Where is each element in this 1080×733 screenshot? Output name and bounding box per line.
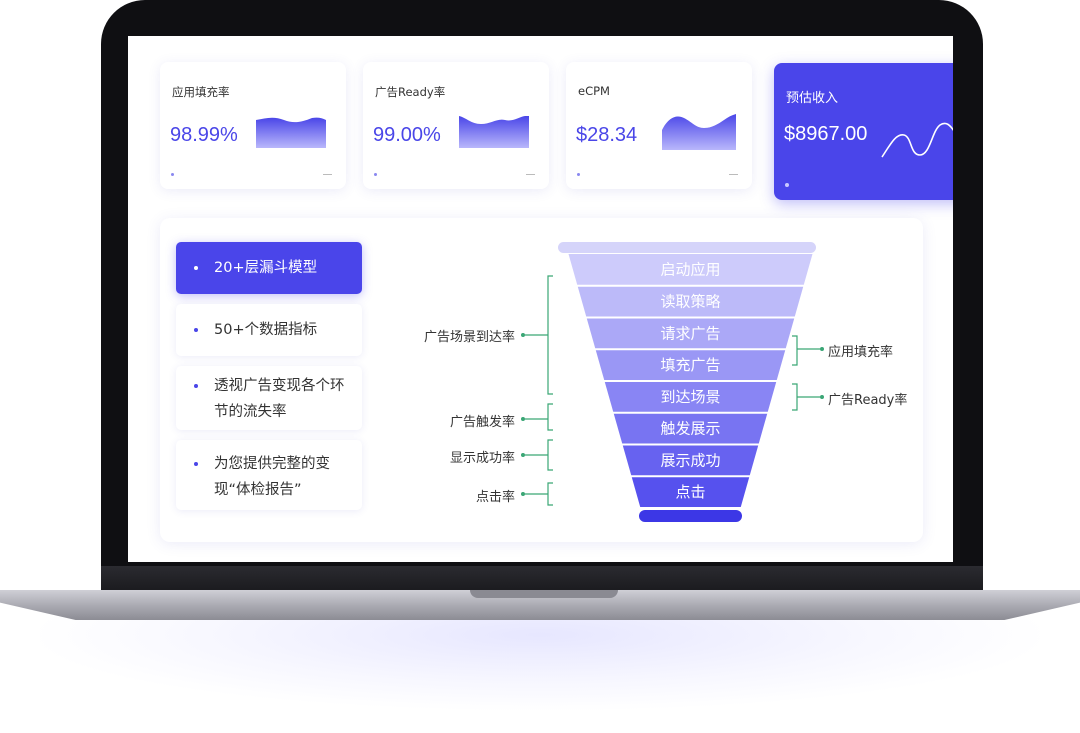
bracket-left-scene-arrival [547, 275, 553, 395]
funnel-stage-7[interactable] [622, 445, 759, 476]
kpi-card-ecpm[interactable]: eCPM $28.34 [566, 62, 752, 189]
kpi-card-fill-rate[interactable]: 应用填充率 98.99% [160, 62, 346, 189]
kpi-label: 应用填充率 [172, 85, 230, 99]
kpi-value: 99.00% [373, 124, 441, 146]
sparkline-line-icon [881, 122, 953, 158]
funnel-stage-2[interactable] [577, 286, 804, 317]
funnel-stage-1[interactable] [568, 254, 813, 285]
laptop-notch [470, 590, 618, 598]
feature-item-funnel-model[interactable]: 20+层漏斗模型 [176, 242, 362, 294]
kpi-label: 预估收入 [786, 91, 839, 106]
funnel-stage-label: 启动应用 [660, 260, 720, 278]
funnel-stage-6[interactable] [613, 413, 768, 444]
funnel-stage-label: 到达场景 [660, 388, 720, 406]
funnel-stage-label: 触发展示 [660, 420, 720, 438]
funnel-stage-label: 请求广告 [660, 324, 720, 342]
bullet-icon [194, 328, 198, 332]
sparkline-area-icon [459, 116, 529, 148]
kpi-card-estimated-revenue[interactable]: 预估收入 $8967.00 [774, 63, 953, 200]
funnel-stage-label: 填充广告 [660, 356, 720, 374]
annotation-fill-rate: 应用填充率 [828, 345, 894, 360]
feature-text: 为您提供完整的变现“体检报告” [214, 456, 330, 498]
bullet-icon [194, 266, 198, 270]
feature-item-loss-rate[interactable]: 透视广告变现各个环节的流失率 [176, 366, 362, 430]
funnel-bottom-rim [639, 510, 742, 522]
feature-text: 50+个数据指标 [214, 322, 318, 338]
indicator-dash [729, 174, 738, 175]
kpi-label: 广告Ready率 [375, 85, 446, 99]
funnel-top-rim [558, 242, 816, 253]
bracket-right-ready [792, 383, 798, 411]
annotation-click-rate: 点击率 [475, 490, 515, 505]
annotation-ready-rate: 广告Ready率 [828, 393, 908, 408]
laptop-screen: 应用填充率 98.99% 广告Ready率 99.00% eCPM $28.34… [128, 36, 953, 562]
bracket-right-fill [792, 335, 798, 366]
indicator-dash [323, 174, 332, 175]
bracket-left-trigger [547, 403, 553, 431]
annotation-trigger-rate: 广告触发率 [449, 415, 515, 430]
funnel-stage-label: 展示成功 [660, 451, 720, 469]
bracket-left-display [547, 439, 553, 471]
feature-text: 透视广告变现各个环节的流失率 [214, 378, 345, 420]
kpi-value: $8967.00 [784, 123, 868, 145]
funnel-stage-5[interactable] [604, 382, 777, 412]
annotation-display-success-rate: 显示成功率 [449, 451, 515, 466]
sparkline-area-icon [256, 117, 326, 148]
indicator-dot [374, 173, 377, 176]
sparkline-area-icon [662, 114, 736, 150]
feature-item-data-metrics[interactable]: 50+个数据指标 [176, 304, 362, 356]
indicator-dash [526, 174, 535, 175]
bracket-left-click [547, 482, 553, 506]
kpi-card-ready-rate[interactable]: 广告Ready率 99.00% [363, 62, 549, 189]
funnel-panel: 20+层漏斗模型 50+个数据指标 透视广告变现各个环节的流失率 为您提供完整的… [160, 218, 923, 542]
funnel-stage-4[interactable] [595, 350, 786, 380]
funnel-stage-8[interactable] [631, 477, 750, 507]
feature-text: 20+层漏斗模型 [214, 260, 318, 276]
bullet-icon [194, 384, 198, 388]
funnel-stage-label: 读取策略 [660, 293, 720, 311]
indicator-dot [785, 183, 789, 187]
laptop-hinge [101, 566, 983, 592]
kpi-label: eCPM [578, 84, 610, 98]
funnel-stage-label: 点击 [675, 483, 705, 501]
indicator-dot [171, 173, 174, 176]
feature-item-health-report[interactable]: 为您提供完整的变现“体检报告” [176, 440, 362, 510]
annotation-scene-arrival-rate: 广告场景到达率 [423, 330, 515, 345]
kpi-value: $28.34 [576, 124, 638, 146]
indicator-dot [577, 173, 580, 176]
funnel-stage-3[interactable] [586, 318, 795, 349]
kpi-value: 98.99% [170, 124, 238, 146]
bullet-icon [194, 462, 198, 466]
